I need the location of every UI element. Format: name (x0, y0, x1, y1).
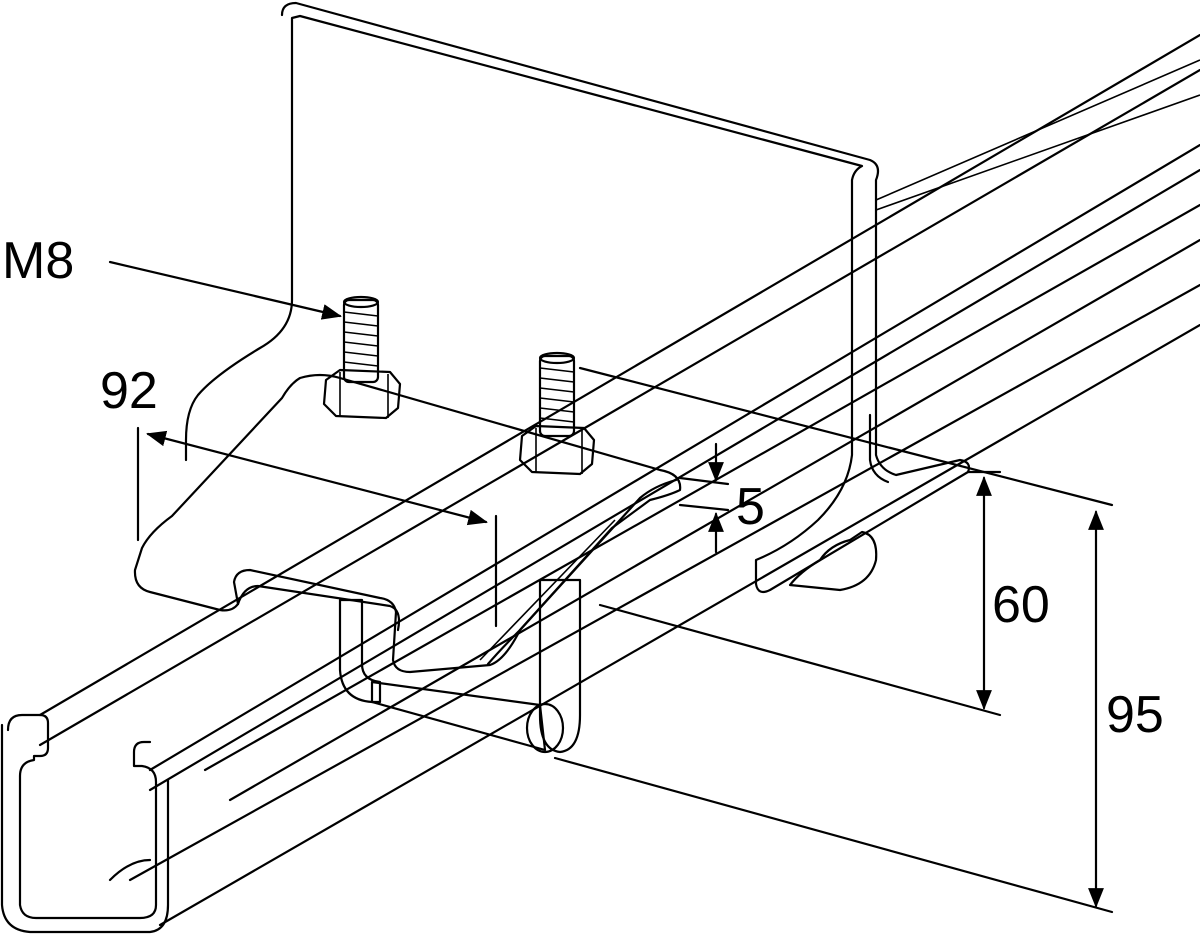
right-nut (518, 424, 596, 476)
clamp-plate (133, 373, 682, 674)
left-stud (342, 295, 380, 384)
dimension-lines (108, 260, 1114, 914)
thickness-label: 5 (736, 478, 765, 536)
total-height-label: 95 (1106, 686, 1164, 744)
u-bolt (338, 578, 582, 754)
beam-flange (184, 1, 1200, 594)
strut-channel (0, 33, 1200, 934)
thread-size-label: M8 (2, 232, 74, 290)
left-nut (322, 368, 402, 420)
inner-height-label: 60 (992, 576, 1050, 634)
width-label: 92 (100, 362, 158, 420)
right-stud (538, 351, 576, 438)
